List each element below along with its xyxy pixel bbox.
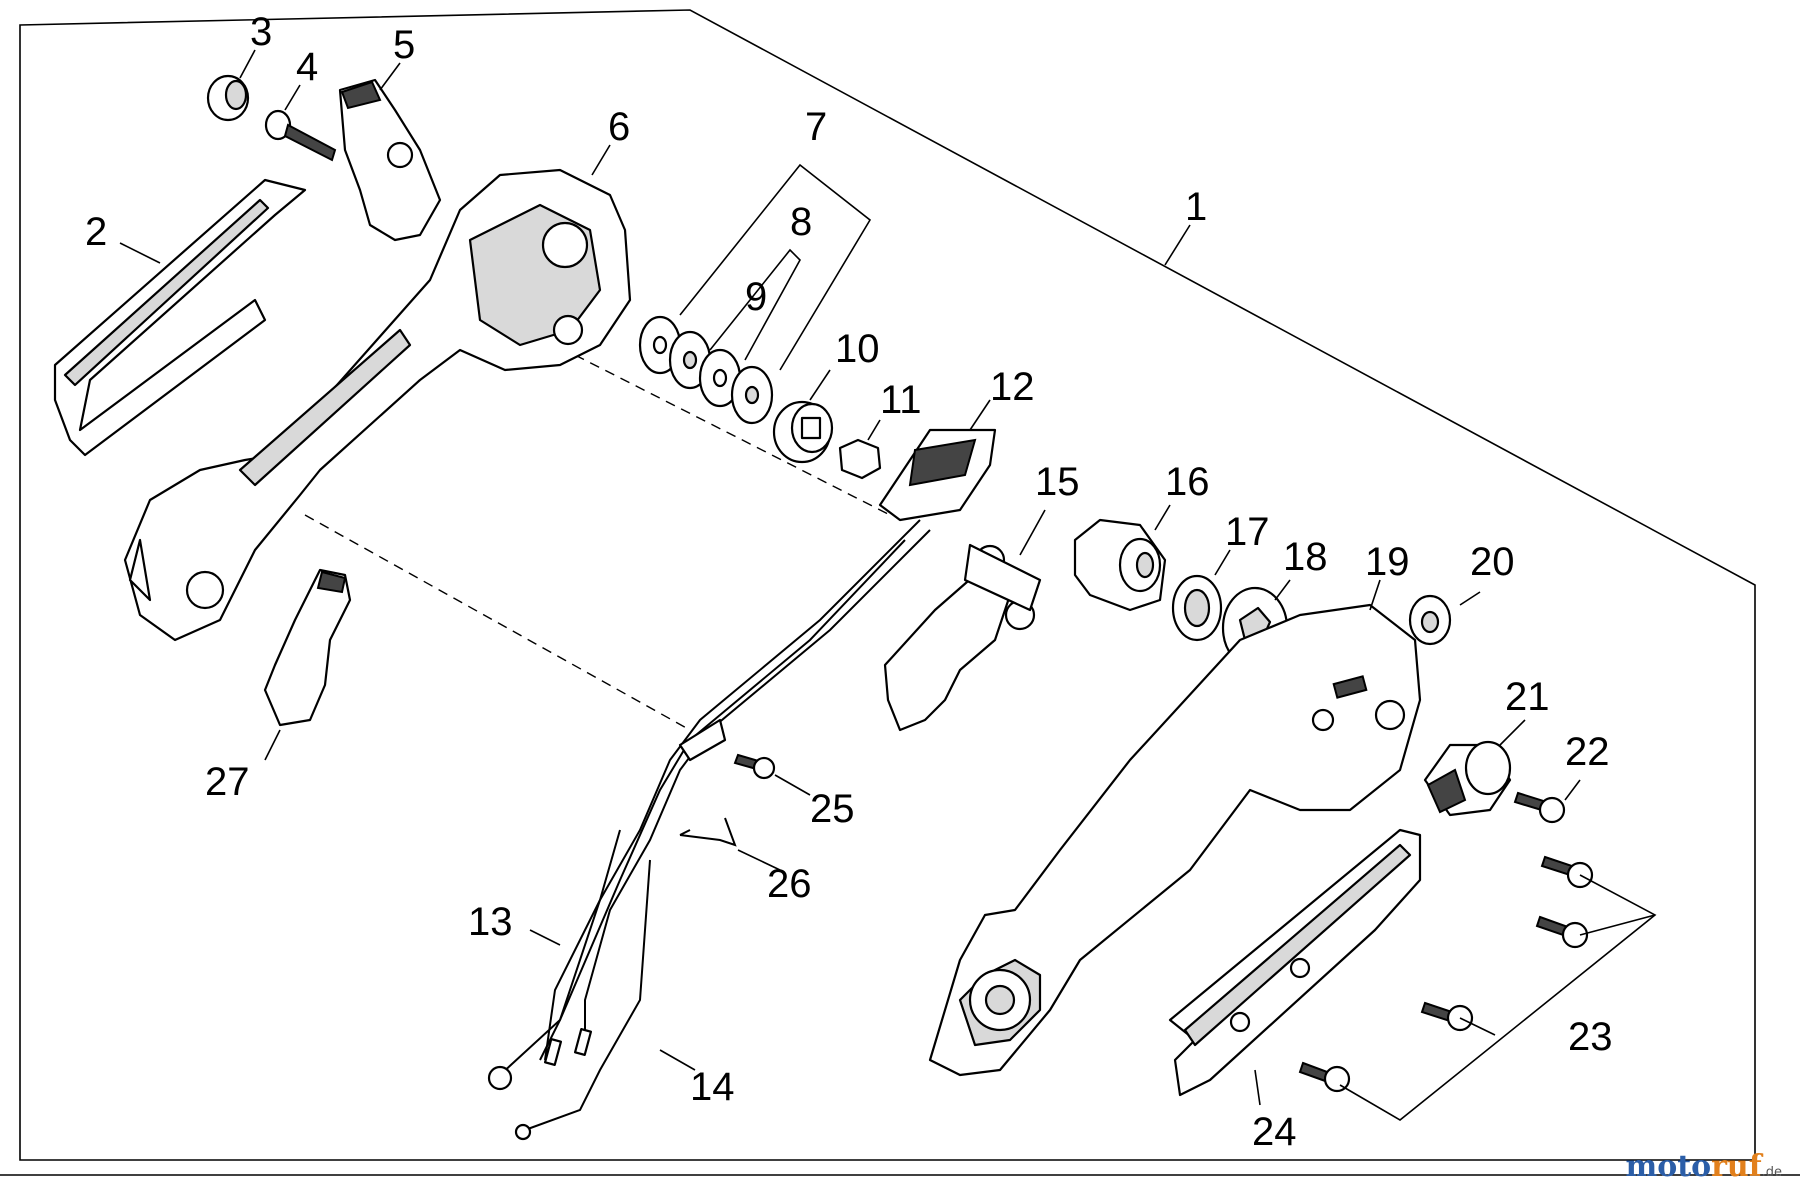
callout-27: 27 (205, 760, 250, 804)
callout-3: 3 (250, 10, 272, 54)
callout-5: 5 (393, 23, 415, 67)
callout-20: 20 (1470, 540, 1515, 584)
part-24-lower-cover (1168, 828, 1422, 1097)
callout-12: 12 (990, 365, 1035, 409)
callout-11: 11 (880, 378, 922, 422)
part-6-handle-housing (123, 168, 632, 642)
callout-17: 17 (1225, 510, 1270, 554)
callout-6: 6 (608, 105, 630, 149)
watermark-moto: moto (1625, 1149, 1712, 1184)
part-11-hex-nut (838, 438, 882, 480)
part-25-screw (733, 753, 776, 780)
part-27-lever (263, 568, 352, 727)
part-3-cap (206, 74, 250, 122)
motoruf-watermark: motoruf.de (1625, 1149, 1782, 1184)
part-2-side-cover (53, 178, 307, 457)
callout-16: 16 (1165, 460, 1210, 504)
callout-19: 19 (1365, 540, 1410, 584)
callout-4: 4 (296, 45, 318, 89)
alignment-line-upper (574, 354, 891, 516)
callout-15: 15 (1035, 460, 1080, 504)
callout-2: 2 (85, 210, 107, 254)
watermark-tld: .de (1761, 1165, 1782, 1180)
callout-9: 9 (745, 275, 767, 319)
alignment-line-lower (304, 514, 691, 731)
callout-1: 1 (1185, 185, 1207, 229)
part-21-knob (1423, 740, 1512, 817)
callout-22: 22 (1565, 730, 1610, 774)
part-20-cap (1408, 594, 1452, 646)
part-4-spring-screw (264, 109, 337, 162)
callout-7: 7 (805, 105, 827, 149)
part-13-14-wiring (487, 519, 931, 1141)
part-17-gasket (1171, 574, 1223, 642)
part-5-trigger-lock (338, 78, 442, 242)
callout-18: 18 (1283, 535, 1328, 579)
part-12-switch (878, 428, 997, 522)
callout-8: 8 (790, 200, 812, 244)
part-7-9-washers (638, 315, 774, 425)
part-15-trigger (883, 543, 1042, 732)
part-22-screw (1513, 791, 1566, 824)
watermark-ruf: ruf (1711, 1149, 1762, 1184)
callout-14: 14 (690, 1065, 735, 1109)
assembly-frame (19, 9, 1756, 1161)
callout-23: 23 (1568, 1015, 1613, 1059)
part-26-clip (679, 817, 737, 847)
callout-21: 21 (1505, 675, 1550, 719)
part-10-collar (772, 400, 834, 464)
part-16-switch-body (1073, 518, 1167, 612)
callout-26: 26 (767, 862, 812, 906)
callout-25: 25 (810, 787, 855, 831)
part-19-right-handle (928, 603, 1422, 1077)
leader-lines (119, 49, 1657, 1121)
callout-10: 10 (835, 327, 880, 371)
part-23-screws (1298, 855, 1594, 1093)
callout-labels: 1 2 3 4 5 6 7 8 9 10 11 12 13 14 15 16 1… (85, 10, 1613, 1154)
callout-24: 24 (1252, 1110, 1297, 1154)
callout-13: 13 (468, 900, 513, 944)
